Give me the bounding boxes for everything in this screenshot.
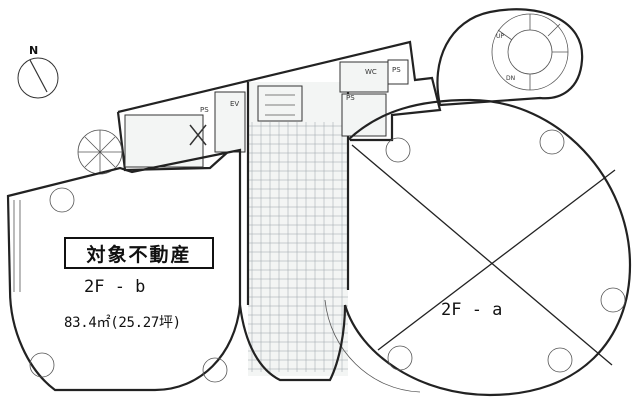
- spiral-stair: [436, 8, 584, 107]
- north-compass-icon: [17, 57, 59, 99]
- unit-2f-a: [324, 98, 632, 397]
- stair-down-label: DN: [506, 75, 515, 82]
- unit-2f-b: [6, 148, 242, 392]
- ps-label-2: PS: [392, 66, 401, 74]
- wc-label: WC: [365, 68, 377, 76]
- target-property-badge: 対象不動産: [64, 237, 214, 269]
- stair-up-label: UP: [496, 33, 504, 40]
- core-block: [116, 40, 442, 172]
- ps-label: PS: [200, 106, 209, 114]
- ev-label: EV: [230, 100, 239, 108]
- unit-b-name: 2F - b: [84, 277, 146, 297]
- central-hall: [246, 82, 350, 376]
- lower-junction: [238, 304, 347, 382]
- unit-b-area: 83.4㎡(25.27坪): [64, 315, 181, 331]
- unit-a-name: 2F - a: [441, 300, 503, 320]
- fixture-labels: WC PS PS PS EV UP DN: [200, 33, 515, 114]
- small-spiral-stair: [77, 129, 123, 175]
- ps-label-3: PS: [346, 94, 355, 102]
- north-mark: N: [29, 44, 39, 57]
